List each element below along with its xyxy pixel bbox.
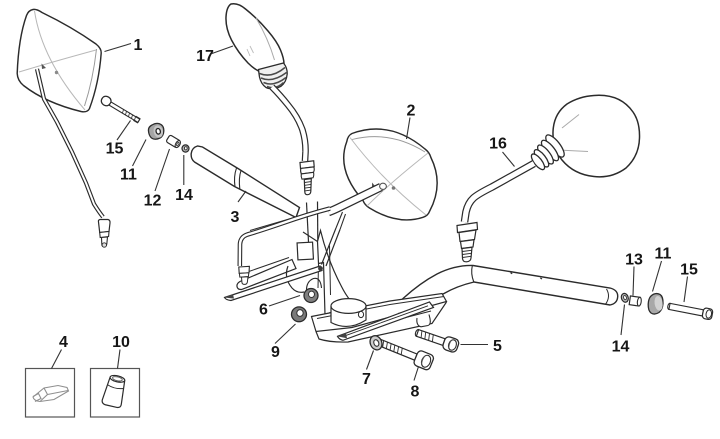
svg-text:3: 3 (231, 209, 240, 226)
svg-text:15: 15 (680, 262, 698, 279)
svg-text:8: 8 (411, 384, 420, 401)
svg-text:6: 6 (259, 302, 268, 319)
svg-text:15: 15 (106, 141, 124, 158)
svg-text:2: 2 (407, 103, 416, 120)
svg-text:16: 16 (489, 136, 507, 153)
svg-text:7: 7 (362, 371, 371, 388)
svg-text:9: 9 (271, 344, 280, 361)
svg-text:13: 13 (625, 252, 643, 269)
svg-text:14: 14 (612, 339, 630, 356)
svg-text:11: 11 (655, 246, 672, 263)
svg-text:11: 11 (120, 167, 137, 184)
svg-text:4: 4 (59, 334, 68, 351)
svg-text:5: 5 (493, 338, 502, 355)
svg-text:14: 14 (175, 187, 193, 204)
svg-text:10: 10 (112, 334, 130, 351)
svg-text:12: 12 (144, 193, 162, 210)
svg-text:1: 1 (134, 37, 143, 54)
svg-text:17: 17 (196, 48, 214, 65)
